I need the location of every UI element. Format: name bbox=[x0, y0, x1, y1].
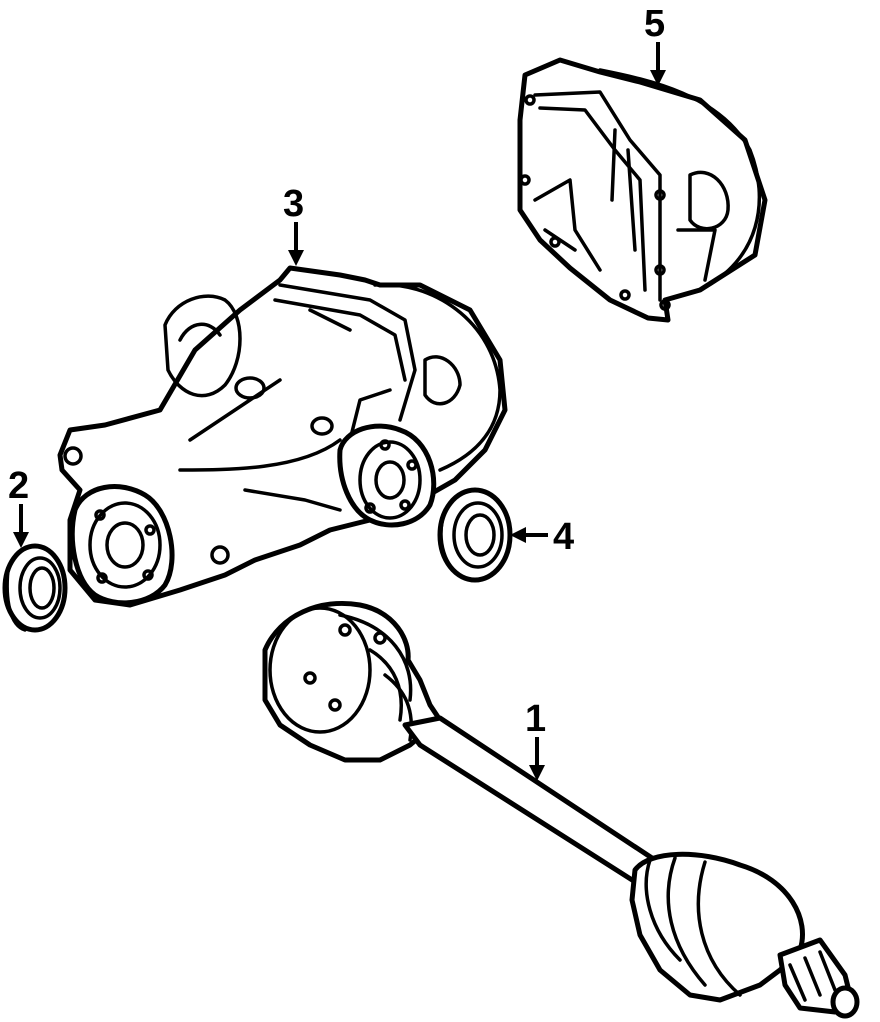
callout-4: 4 bbox=[510, 516, 574, 558]
callout-2-label: 2 bbox=[8, 465, 29, 507]
callout-2-arrowhead bbox=[13, 532, 29, 548]
part-4-seal bbox=[437, 487, 513, 583]
callout-1-arrowhead bbox=[529, 765, 545, 781]
part-5-differential-cover bbox=[517, 57, 768, 323]
callout-5: 5 bbox=[644, 3, 666, 86]
callout-2: 2 bbox=[8, 465, 29, 548]
callout-1: 1 bbox=[525, 698, 546, 781]
part-3-differential-housing bbox=[57, 265, 508, 608]
part-2-seal bbox=[2, 543, 68, 633]
callout-5-label: 5 bbox=[644, 3, 665, 45]
callout-4-arrowhead bbox=[510, 527, 526, 543]
callout-3-arrowhead bbox=[288, 250, 304, 266]
callout-4-label: 4 bbox=[553, 516, 574, 558]
callout-3-label: 3 bbox=[283, 183, 304, 225]
callout-5-arrowhead bbox=[650, 70, 666, 86]
callout-3: 3 bbox=[283, 183, 304, 266]
callout-1-label: 1 bbox=[525, 698, 546, 740]
part-1-axle-shaft bbox=[262, 600, 860, 1019]
